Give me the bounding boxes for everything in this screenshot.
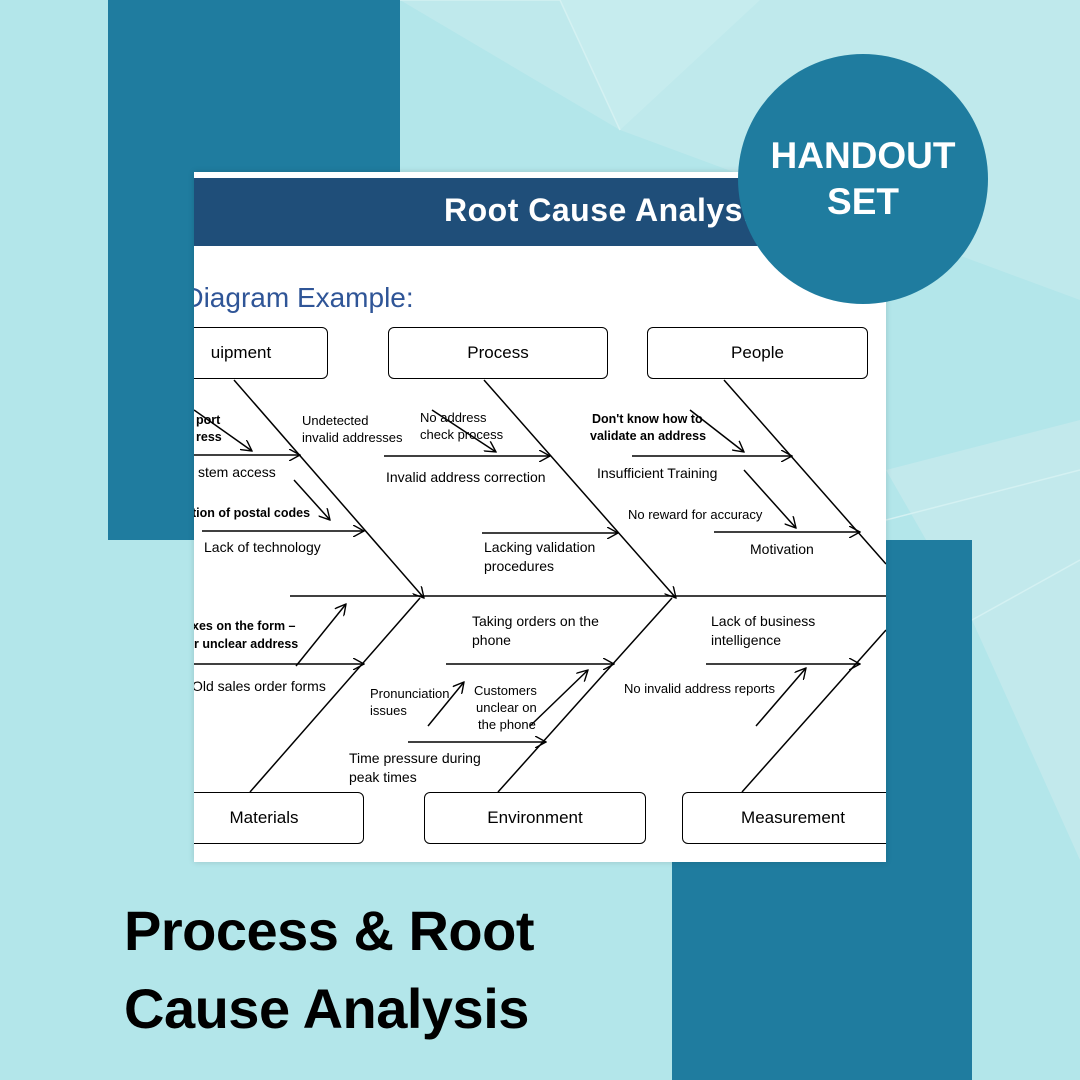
category-equipment: uipment <box>194 327 328 379</box>
headline-line2: Cause Analysis <box>124 977 529 1040</box>
arrow-no-reports <box>755 668 806 727</box>
bone-equipment <box>233 379 424 598</box>
cause-no-address-check-line2: check process <box>420 427 504 442</box>
cause-undetected-line1: Undetected <box>302 413 369 428</box>
cause-lacking-validation-line1: Lacking validation <box>484 539 596 555</box>
cause-pronunciation-line2: issues <box>370 703 407 718</box>
cause-invalid-correction: Invalid address correction <box>386 469 546 485</box>
bone-environment <box>497 597 673 793</box>
fishbone-diagram <box>194 379 886 793</box>
cause-report-line1: port <box>196 413 221 427</box>
category-process: Process <box>388 327 608 379</box>
cause-taking-orders-line1: Taking orders on the <box>472 613 599 629</box>
cause-lack-bi-line1: Lack of business <box>711 613 816 629</box>
cause-no-reports: No invalid address reports <box>624 681 776 696</box>
cause-postal-codes: tion of postal codes <box>194 506 311 520</box>
bone-process <box>483 379 676 598</box>
cause-dont-know-line2: validate an address <box>590 429 707 443</box>
cause-undetected-line2: invalid addresses <box>302 430 403 445</box>
bone-people <box>723 379 886 565</box>
badge-line1: HANDOUT <box>770 135 956 176</box>
cause-no-address-check-line1: No address <box>420 410 487 425</box>
cause-no-reward: No reward for accuracy <box>628 507 763 522</box>
category-materials: Materials <box>194 792 364 844</box>
arrow-no-reward <box>743 469 796 528</box>
slide-subtitle: e Diagram Example: <box>194 282 414 313</box>
headline-line1: Process & Root <box>124 899 535 962</box>
cause-old-forms: Old sales order forms <box>194 678 326 694</box>
arrow-boxes-form <box>295 604 346 667</box>
headline: Process & Root Cause Analysis <box>124 892 535 1048</box>
category-people: People <box>647 327 868 379</box>
arrow-report <box>194 409 252 451</box>
cause-lack-bi-line2: intelligence <box>711 632 782 648</box>
cause-system-access: stem access <box>198 464 276 480</box>
cause-report-line2: ress <box>196 430 222 444</box>
cause-boxes-form-line2: r unclear address <box>194 637 299 651</box>
arrow-customers-unclear <box>529 670 588 727</box>
arrow-pronunciation <box>427 682 464 727</box>
cause-time-pressure-line1: Time pressure during <box>349 750 481 766</box>
cause-motivation: Motivation <box>750 541 814 557</box>
cause-dont-know-line1: Don't know how to <box>592 412 703 426</box>
cause-boxes-form-line1: xes on the form – <box>194 619 296 633</box>
cause-time-pressure-line2: peak times <box>349 769 417 785</box>
category-measurement: Measurement <box>682 792 886 844</box>
cause-lacking-validation-line2: procedures <box>484 558 555 574</box>
category-environment: Environment <box>424 792 646 844</box>
bone-measurement <box>741 629 886 793</box>
bone-materials <box>249 597 421 793</box>
slide-title: Root Cause Analysi <box>444 192 753 228</box>
cause-insufficient-training: Insufficient Training <box>597 465 718 481</box>
cause-customers-unclear-line3: the phone <box>478 717 536 732</box>
cause-lack-technology: Lack of technology <box>204 539 321 555</box>
badge-line2: SET <box>827 181 899 222</box>
cause-customers-unclear-line2: unclear on <box>476 700 537 715</box>
cause-customers-unclear-line1: Customers <box>474 683 537 698</box>
cause-pronunciation-line1: Pronunciation <box>370 686 450 701</box>
arrow-undetected <box>293 479 330 520</box>
cause-taking-orders-line2: phone <box>472 632 511 648</box>
slide-preview: Root Cause Analysi e Diagram Example: <box>194 172 886 862</box>
arrow-dont-know <box>689 409 744 452</box>
arrow-no-address-check <box>431 409 496 452</box>
handout-set-badge: HANDOUT SET <box>738 54 988 304</box>
